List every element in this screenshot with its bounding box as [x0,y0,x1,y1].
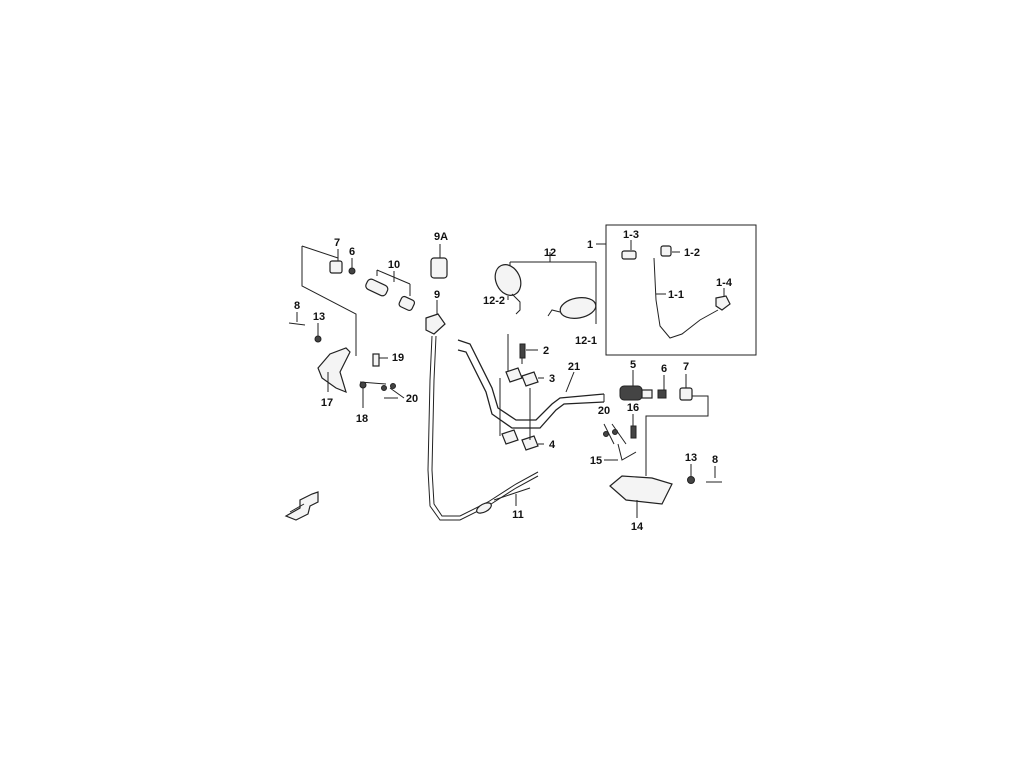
label-18: 18 [356,413,368,425]
right-grip-assembly [619,370,709,476]
left-turn-signal-assembly [288,312,405,408]
part-6-left [348,267,356,275]
label-10: 10 [388,259,400,271]
label-7-right: 7 [683,361,689,373]
part-10-sleeve [398,295,416,312]
part-16-bulb [630,425,637,439]
part-7-left [329,260,343,274]
part-13-left-grommet [314,335,322,343]
label-9: 9 [434,289,440,301]
part-10-throttle-grip [365,278,389,297]
part-4-holder-lower [501,429,519,445]
label-13-right: 13 [685,452,697,464]
left-throttle-assembly [301,244,448,356]
label-12: 12 [544,247,556,259]
part-1-3-switch [621,250,637,260]
part-2-holder-bolt [519,343,526,359]
mirror-assembly [494,252,597,324]
label-12-2: 12-2 [483,295,505,307]
label-5: 5 [630,359,636,371]
label-1: 1 [587,239,593,251]
label-1-3: 1-3 [623,229,639,241]
switch-group-box [596,224,757,356]
part-3-holder-upper [505,367,523,383]
label-4: 4 [549,439,556,451]
part-14-right-indicator [609,475,673,505]
label-2: 2 [543,345,549,357]
part-21-handlebar [457,339,605,421]
part-17-left-indicator [317,347,351,394]
label-11: 11 [512,509,524,521]
label-19: 19 [392,352,404,364]
part-13-right-grommet [687,476,695,484]
label-20-left: 20 [406,393,418,405]
right-turn-signal-assembly [603,414,722,518]
label-6-right: 6 [661,363,667,375]
part-number-labels: 1 1-3 1-2 1-1 1-4 2 3 4 5 6 7 6 7 8 8 9 … [294,229,733,533]
label-1-1: 1-1 [668,289,684,301]
label-1-4: 1-4 [716,277,733,289]
part-6-right [657,389,667,399]
part-1-4-connector [715,295,731,311]
part-15-socket [617,443,637,461]
label-13-left: 13 [313,311,325,323]
label-7-left: 7 [334,237,340,249]
label-17: 17 [321,397,333,409]
part-1-1-wire [653,257,719,339]
part-12-1-right-mirror [559,297,597,319]
label-12-1: 12-1 [575,335,597,347]
label-8-left: 8 [294,300,300,312]
part-7-right-weight [679,387,693,401]
label-21: 21 [568,361,580,373]
label-9a: 9A [434,231,448,243]
part-9a-switch-housing [430,257,448,279]
label-14: 14 [631,521,644,533]
label-1-2: 1-2 [684,247,700,259]
label-8-right: 8 [712,454,718,466]
part-12-2-left-mirror [494,264,522,296]
handlebar-assembly [457,334,605,451]
label-16: 16 [627,402,639,414]
part-19-bulb [372,353,380,367]
part-5-right-grip [619,385,643,401]
front-direction-arrow-icon [284,491,319,521]
part-11-throttle-cable [427,335,539,521]
part-9-throttle-housing [425,313,446,335]
part-1-2-switch [660,245,672,257]
part-1-frame [605,224,757,356]
label-3: 3 [549,373,555,385]
bracket-left-grip [301,246,357,356]
label-6-left: 6 [349,246,355,258]
label-15: 15 [590,455,602,467]
label-20-right: 20 [598,405,610,417]
part-18-socket [359,381,367,389]
